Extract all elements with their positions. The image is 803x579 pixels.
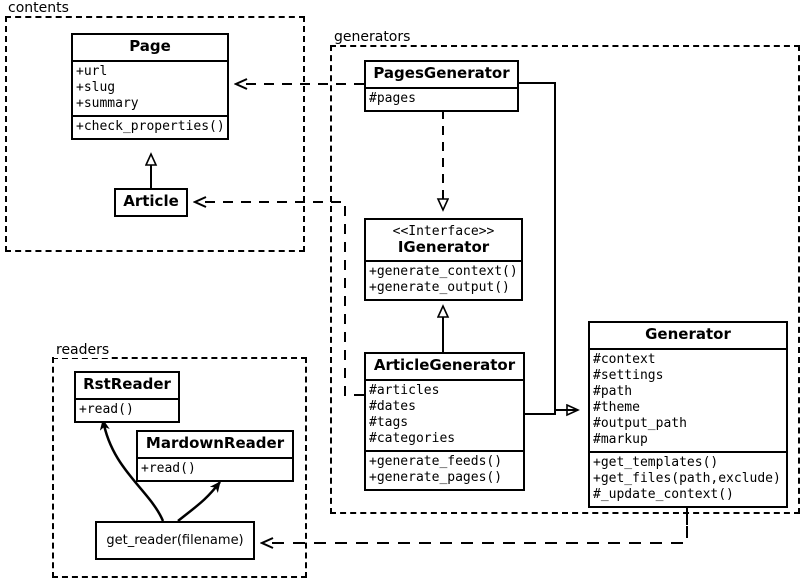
package-contents — [5, 16, 305, 252]
attribute: #categories — [369, 430, 456, 446]
class-generator-title: Generator — [645, 325, 731, 343]
operation: +get_files(path,exclude) — [593, 470, 781, 486]
class-pagesgenerator-attributes: #pages — [366, 86, 517, 110]
function-get-reader[interactable]: get_reader(filename) — [95, 521, 255, 560]
class-page-operations: +check_properties() — [73, 114, 227, 138]
attribute: #path — [593, 383, 633, 399]
class-articlegenerator-operations: +generate_feeds() +generate_pages() — [366, 449, 523, 489]
attribute: #theme — [593, 399, 640, 415]
function-get-reader-label: get_reader(filename) — [106, 533, 244, 548]
class-rstreader-operations: +read() — [76, 397, 178, 421]
class-articlegenerator-attributes: #articles #dates #tags #categories — [366, 378, 523, 450]
class-pagesgenerator[interactable]: PagesGenerator #pages — [364, 60, 519, 112]
class-page[interactable]: Page +url +slug +summary +check_properti… — [71, 33, 229, 140]
operation: +generate_output() — [369, 280, 510, 296]
operation: +check_properties() — [76, 118, 225, 134]
operation: +generate_context() — [369, 264, 518, 280]
package-contents-label: contents — [6, 0, 71, 16]
class-rstreader-title: RstReader — [83, 375, 171, 393]
package-readers-label: readers — [54, 342, 112, 358]
attribute: #tags — [369, 414, 409, 430]
attribute: #context — [593, 351, 656, 367]
class-igenerator-title: <<Interface>> IGenerator — [366, 220, 521, 260]
attribute: +url — [76, 63, 108, 79]
attribute: #articles — [369, 382, 440, 398]
attribute: #settings — [593, 367, 664, 383]
operation: +generate_feeds() — [369, 453, 503, 469]
class-rstreader[interactable]: RstReader +read() — [74, 371, 180, 423]
class-igenerator[interactable]: <<Interface>> IGenerator +generate_conte… — [364, 218, 523, 302]
class-article-title: Article — [123, 192, 179, 210]
class-articlegenerator[interactable]: ArticleGenerator #articles #dates #tags … — [364, 352, 525, 491]
class-igenerator-name: IGenerator — [397, 237, 490, 256]
class-mardownreader-operations: +read() — [138, 456, 292, 480]
attribute: +slug — [76, 79, 116, 95]
attribute: #dates — [369, 398, 416, 414]
operation: +read() — [141, 460, 196, 476]
class-pagesgenerator-title: PagesGenerator — [373, 64, 510, 82]
attribute: +summary — [76, 95, 139, 111]
class-generator-attributes: #context #settings #path #theme #output_… — [590, 347, 786, 451]
attribute: #markup — [593, 431, 648, 447]
class-igenerator-stereotype: <<Interface>> — [392, 224, 495, 239]
package-generators-label: generators — [332, 29, 413, 45]
operation: +generate_pages() — [369, 469, 503, 485]
package-readers — [52, 357, 307, 578]
operation: +read() — [79, 401, 134, 417]
class-igenerator-operations: +generate_context() +generate_output() — [366, 260, 521, 299]
attribute: #output_path — [593, 415, 687, 431]
class-articlegenerator-title: ArticleGenerator — [373, 356, 516, 374]
class-generator-operations: +get_templates() +get_files(path,exclude… — [590, 450, 786, 506]
class-mardownreader-title: MardownReader — [145, 434, 285, 452]
operation: #_update_context() — [593, 486, 734, 502]
operation: +get_templates() — [593, 454, 719, 470]
package-generators — [330, 45, 800, 514]
class-article[interactable]: Article — [114, 188, 188, 217]
attribute: #pages — [369, 90, 416, 106]
class-mardownreader[interactable]: MardownReader +read() — [136, 430, 294, 482]
class-page-title: Page — [129, 37, 171, 55]
class-page-attributes: +url +slug +summary — [73, 59, 227, 115]
class-generator[interactable]: Generator #context #settings #path #them… — [588, 321, 788, 508]
